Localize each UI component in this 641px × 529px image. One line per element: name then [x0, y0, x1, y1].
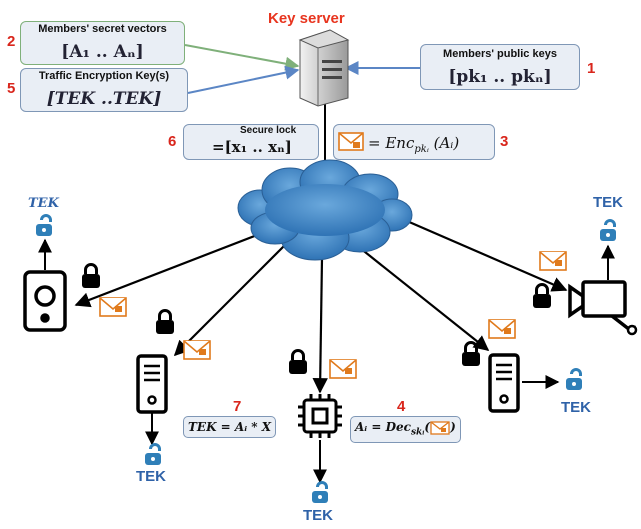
step-number-2: 2 [7, 33, 16, 50]
tek-equation: TEK = Aᵢ * X [183, 416, 277, 438]
step-number-4: 4 [397, 398, 406, 415]
secret-arrow [184, 44, 300, 71]
public-keys-header: Members' public keys [443, 48, 557, 60]
cloud-icon [237, 159, 413, 261]
server-icon [298, 29, 350, 107]
unlock-icon [36, 214, 52, 236]
lock-icon [156, 309, 174, 334]
enc-argument: (Aᵢ) [433, 134, 460, 152]
lock-icon [82, 263, 100, 288]
key-server-title: Key server [268, 10, 345, 27]
enc-math: = Encpkᵢ (Aᵢ) [368, 134, 459, 155]
tek-label-server-left: TEK [136, 468, 166, 485]
envelope-icon [99, 297, 127, 317]
step-number-6: 6 [168, 133, 177, 150]
link-server-right [359, 247, 490, 351]
secret-vectors-header: Members' secret vectors [38, 23, 167, 35]
lock-icon [289, 349, 307, 374]
dec-close-paren: ) [450, 420, 456, 434]
enc-label: = Enc [368, 134, 415, 152]
server-left-icon [136, 354, 168, 414]
enc-subscript: pkᵢ [414, 144, 429, 155]
step-number-5: 5 [7, 80, 16, 97]
envelope-icon [183, 340, 211, 360]
step-number-3: 3 [500, 133, 509, 150]
envelope-icon [338, 132, 364, 151]
tek-label-camera: TEK [593, 194, 623, 211]
envelope-icon [539, 251, 567, 271]
public-keys-math: [pk₁ .. pkₙ] [448, 67, 552, 87]
dec-prefix: Aᵢ = Dec [355, 420, 411, 434]
link-chip [312, 257, 328, 394]
envelope-icon [430, 420, 450, 435]
link-speaker [74, 228, 271, 308]
tek-arrow [187, 65, 300, 94]
envelope-icon [329, 359, 357, 379]
unlock-icon [312, 481, 328, 503]
unlock-icon [145, 443, 161, 465]
secure-lock-box [183, 124, 319, 160]
tek-label-speaker: TEK [28, 196, 59, 211]
server-right-icon [488, 353, 520, 413]
unlock-icon [566, 368, 582, 390]
lock-icon [462, 341, 480, 366]
envelope-icon [488, 319, 516, 339]
secure-lock-header: Secure lock [240, 125, 297, 136]
tek-label-chip: TEK [303, 507, 333, 524]
tek-header: Traffic Encryption Key(s) [38, 70, 170, 82]
link-server-left [173, 244, 286, 357]
secret-vectors-math: [A₁ .. Aₙ] [61, 42, 144, 62]
unlock-icon [600, 219, 616, 241]
dec-subscript: skᵢ [410, 427, 425, 438]
step-number-7: 7 [233, 398, 242, 415]
speaker-icon [23, 270, 67, 332]
camera-icon [568, 280, 638, 336]
dec-open-paren: ( [424, 420, 431, 434]
tek-label-server-right: TEK [561, 399, 591, 416]
step-number-1: 1 [587, 60, 596, 77]
chip-icon [298, 394, 342, 438]
secret-vectors-box: Members' secret vectors [A₁ .. Aₙ] [20, 21, 185, 65]
public-keys-box: Members' public keys [pk₁ .. pkₙ] [420, 44, 580, 90]
tek-math: [TEK ..TEK] [46, 89, 162, 109]
tek-box: Traffic Encryption Key(s) [TEK ..TEK] [20, 68, 188, 112]
dec-equation: Aᵢ = Decskᵢ( ) [350, 416, 461, 444]
link-camera [399, 216, 568, 292]
lock-icon [533, 283, 551, 308]
secure-lock-math: =[x₁ .. xₙ] [212, 138, 292, 156]
